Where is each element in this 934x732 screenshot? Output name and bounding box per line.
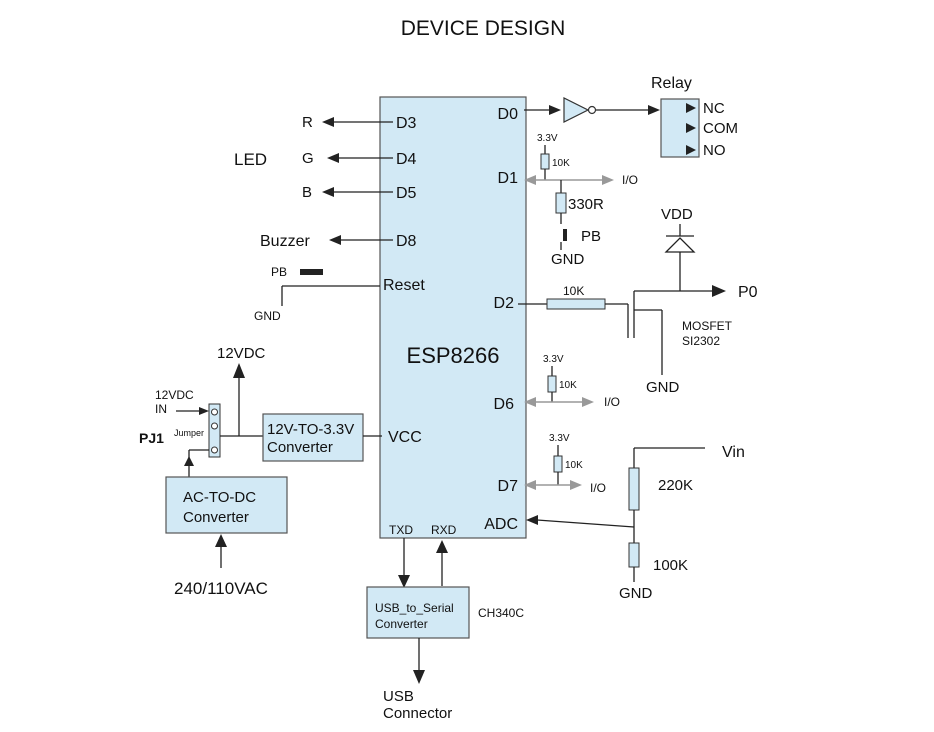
jumper-pj1 [208,403,221,458]
relay-nc-label: NC [703,100,725,117]
acdc-block [165,476,288,534]
buzzer-label: Buzzer [260,233,310,250]
usb-chip-label: CH340C [478,606,524,620]
relay-com-label: COM [703,120,738,137]
adc-gnd-label: GND [619,585,653,602]
pin-d5: D5 [396,185,417,202]
esp8266-module: ESP8266 D3 D4 D5 D8 Reset VCC D0 D1 D2 D… [379,96,527,539]
d1-pushbutton-icon [563,229,567,241]
usb-converter-line2: Converter [375,617,428,631]
reset-gnd-label: GND [254,309,281,323]
pin-d4: D4 [396,151,417,168]
gate-resistor-label: 10K [563,284,584,298]
buzzer-output: Buzzer [260,233,393,250]
reset-pushbutton-icon [300,269,323,275]
d7-pullup-resistor [553,455,563,473]
r-bottom-label: 100K [653,557,688,574]
pin-reset: Reset [383,277,425,294]
jumper-ref-label: PJ1 [139,430,164,446]
d7-io-label: I/O [590,481,606,495]
input-in-label: IN [155,402,167,416]
pin-d8: D8 [396,233,417,250]
pin-d1: D1 [498,170,519,187]
regulator-line1: 12V-TO-3.3V [267,421,354,438]
d1-series-resistor [555,192,567,214]
pin-rxd: RXD [431,523,457,537]
d1-pb-label: PB [581,228,601,245]
usb-section: USB_to_Serial Converter CH340C USB Conne… [366,538,524,722]
pin-adc: ADC [484,516,518,533]
relay-circuit: Relay NC COM NO [524,75,738,159]
mosfet-name-label: MOSFET [682,319,733,333]
vin-label: Vin [722,444,745,461]
relay-no-label: NO [703,142,726,159]
d1-series-label: 330R [568,196,604,213]
d7-circuit: 3.3V 10K I/O [524,433,606,495]
mosfet-gnd-label: GND [646,379,680,396]
diagram-title: DEVICE DESIGN [401,17,566,40]
d1-gnd-label: GND [551,251,585,268]
d6-pullup-label: 10K [559,380,577,391]
reset-switch: PB GND [254,265,380,323]
regulator-line2: Converter [267,439,333,456]
d1-circuit: 3.3V 10K I/O 330R PB GND [524,133,638,268]
rail-12vdc-label: 12VDC [217,345,266,362]
adc-bottom-resistor [628,542,640,568]
reset-pb-label: PB [271,265,287,279]
regulator-block [262,413,364,462]
d6-pullup-resistor [547,375,557,393]
d1-supply-label: 3.3V [537,133,558,144]
r-top-label: 220K [658,477,693,494]
mcu-name: ESP8266 [407,343,500,368]
d6-circuit: 3.3V 10K I/O [524,354,620,409]
gate-resistor [546,298,606,310]
mains-label: 240/110VAC [174,579,268,598]
led-b-label: B [302,184,312,201]
pin-d2: D2 [494,295,515,312]
d7-supply-label: 3.3V [549,433,570,444]
relay-title: Relay [651,75,692,92]
mosfet-output-label: P0 [738,284,758,301]
d6-supply-label: 3.3V [543,354,564,365]
pin-d7: D7 [498,478,519,495]
acdc-line1: AC-TO-DC [183,489,256,506]
input-12vdc-label: 12VDC [155,388,194,402]
inverter-gate-icon [563,97,590,123]
pin-txd: TXD [389,523,413,537]
usb-serial-block [366,586,470,639]
adc-divider: Vin 220K 100K GND [526,444,745,602]
led-label: LED [234,150,267,169]
led-outputs: R G B LED [234,114,393,201]
led-r-label: R [302,114,313,131]
pin-d3: D3 [396,115,417,132]
vdd-label: VDD [661,206,693,223]
d1-io-label: I/O [622,173,638,187]
pin-d6: D6 [494,396,515,413]
pin-vcc: VCC [388,429,422,446]
usb-converter-line1: USB_to_Serial [375,601,454,615]
d1-pullup-resistor [540,153,550,170]
power-section: 12VDC 12VDC IN PJ1 Jumper 12V-TO-3.3V Co… [139,345,382,598]
acdc-line2: Converter [183,509,249,526]
diode-icon [664,237,696,253]
d7-pullup-label: 10K [565,460,583,471]
d6-io-label: I/O [604,395,620,409]
d1-pullup-label: 10K [552,158,570,169]
pin-d0: D0 [498,106,519,123]
mosfet-circuit: 10K VDD P0 MOSFET SI2302 GND [518,206,758,396]
mosfet-part-label: SI2302 [682,334,720,348]
led-g-label: G [302,150,314,167]
usb-connector-line1: USB [383,688,414,705]
usb-connector-line2: Connector [383,705,452,722]
adc-top-resistor [628,467,640,511]
jumper-label: Jumper [174,428,204,438]
